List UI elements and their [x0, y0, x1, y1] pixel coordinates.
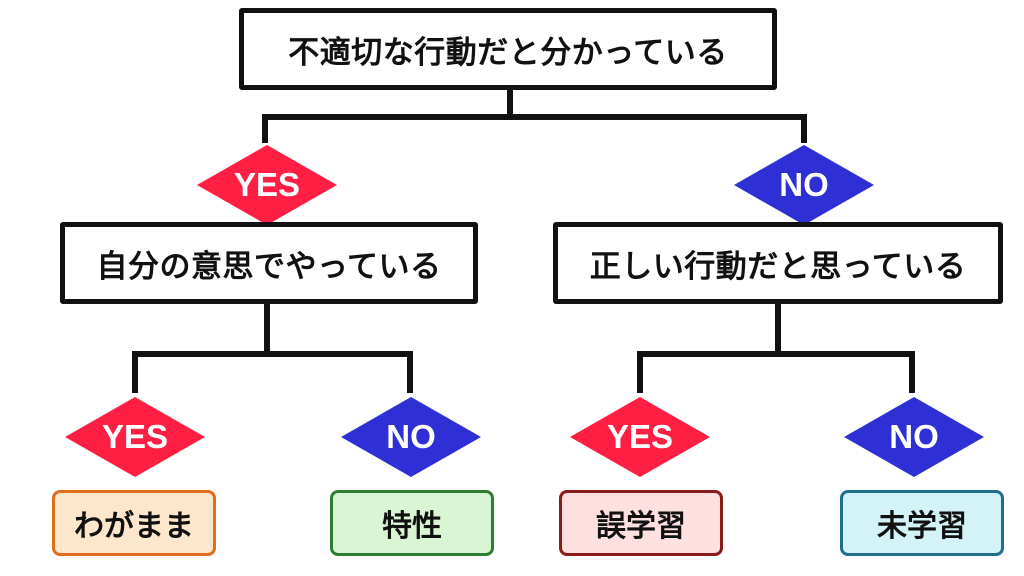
yes-diamond-right-left: YES — [570, 397, 710, 477]
result-box-tokusei: 特性 — [330, 490, 494, 556]
result-text-migakushu: 未学習 — [877, 509, 967, 544]
yes-diamond-left-left-label: YES — [101, 418, 169, 455]
result-text-wagamama: わがまま — [74, 509, 194, 544]
root-connector — [262, 85, 807, 143]
result-box-gogakushu: 誤学習 — [559, 490, 723, 556]
no-diamond-left-right-label: NO — [386, 418, 436, 455]
result-box-wagamama: わがまま — [52, 490, 216, 556]
result-text-gogakushu: 誤学習 — [596, 509, 686, 544]
left-connector — [132, 299, 413, 393]
no-diamond-left-right: NO — [341, 397, 481, 477]
no-diamond-right-right: NO — [844, 397, 984, 477]
yes-diamond-right-left-label: YES — [606, 418, 674, 455]
right-question-text: 正しい行動だと思っている — [589, 248, 967, 285]
right-connector — [637, 299, 915, 393]
left-question-box: 自分の意思でやっている — [60, 222, 478, 304]
root-question-box: 不適切な行動だと分かっている — [239, 8, 777, 90]
yes-diamond-left-left: YES — [65, 397, 205, 477]
no-diamond-right-right-label: NO — [889, 418, 939, 455]
left-question-text: 自分の意思でやっている — [96, 248, 442, 285]
yes-diamond-left: YES — [197, 145, 337, 225]
root-question-text: 不適切な行動だと分かっている — [288, 34, 728, 71]
yes-diamond-left-label: YES — [233, 166, 301, 203]
result-box-migakushu: 未学習 — [840, 490, 1004, 556]
no-diamond-right: NO — [734, 145, 874, 225]
no-diamond-right-label: NO — [779, 166, 829, 203]
right-question-box: 正しい行動だと思っている — [553, 222, 1003, 304]
result-text-tokusei: 特性 — [382, 509, 442, 544]
